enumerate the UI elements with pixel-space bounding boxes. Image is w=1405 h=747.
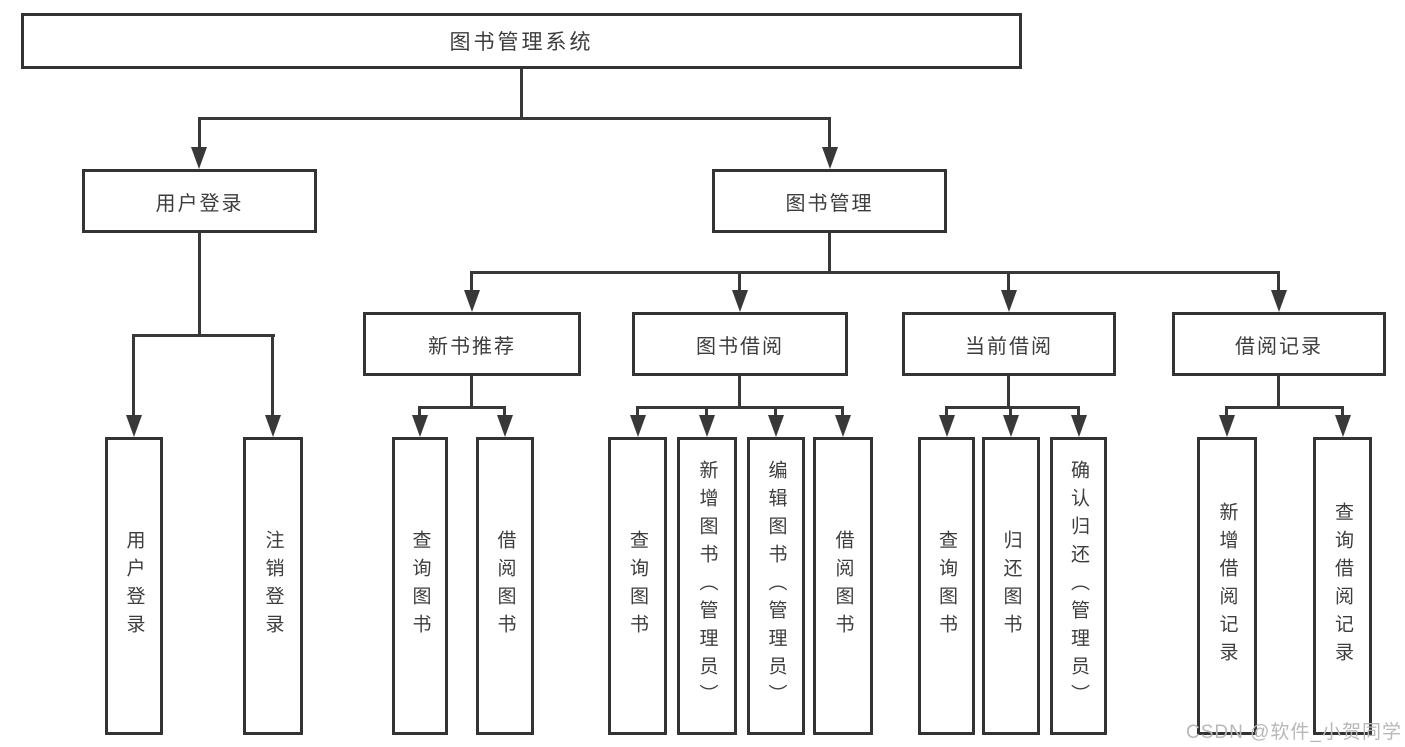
connector-line [1077,406,1080,420]
leaf-query-books-current: 查询图书 [918,437,975,735]
arrow-down-icon [630,415,646,437]
connector-line [1007,271,1010,292]
leaf-edit-books-admin: 编辑图书（管理员） [747,437,805,735]
arrow-down-icon [768,415,784,437]
connector-line [945,406,1080,409]
connector-line [198,117,831,120]
connector-line [132,334,275,337]
arrow-down-icon [822,147,838,169]
connector-line [418,406,421,420]
node-label: 查询图书 [936,530,957,642]
node-current-borrowing: 当前借阅 [902,312,1116,376]
arrow-down-icon [191,147,207,169]
watermark: CSDN @软件_小贺同学 [1186,722,1402,743]
leaf-query-books-recommend: 查询图书 [392,437,448,735]
leaf-logout: 注销登录 [243,437,303,735]
connector-line [470,271,1280,274]
connector-line [1225,406,1228,420]
node-label: 编辑图书（管理员） [765,460,787,712]
connector-line [470,271,473,292]
node-label: 图书管理系统 [449,31,594,54]
connector-line [1225,406,1344,409]
node-label: 借阅图书 [832,530,854,642]
connector-line [271,334,274,418]
node-label: 新增借阅记录 [1216,502,1238,670]
connector-line [636,406,844,409]
node-label: 借阅图书 [494,530,516,642]
arrow-down-icon [1271,290,1287,312]
connector-line [828,233,831,274]
node-borrowing-records: 借阅记录 [1172,312,1386,376]
connector-line [1009,406,1012,420]
arrow-down-icon [265,415,281,437]
connector-line [774,406,777,420]
arrow-down-icon [464,290,480,312]
node-label: 图书管理 [785,192,874,215]
arrow-down-icon [1001,290,1017,312]
connector-line [470,376,473,408]
node-library-management-system: 图书管理系统 [21,13,1022,69]
node-book-management: 图书管理 [712,169,947,233]
connector-line [945,406,948,420]
connector-line [738,271,741,292]
node-label: 查询图书 [409,530,431,642]
arrow-down-icon [1335,415,1351,437]
arrow-down-icon [699,415,715,437]
leaf-query-borrow-record: 查询借阅记录 [1313,437,1372,735]
connector-line [1277,376,1280,408]
node-label: 新增图书（管理员） [696,460,718,712]
node-label: 新书推荐 [428,335,516,358]
arrow-down-icon [126,415,142,437]
arrow-down-icon [1071,415,1087,437]
arrow-down-icon [497,415,513,437]
leaf-query-books-borrow: 查询图书 [608,437,667,735]
arrow-down-icon [1219,415,1235,437]
arrow-down-icon [1003,415,1019,437]
node-user-login: 用户登录 [82,169,317,233]
arrow-down-icon [835,415,851,437]
connector-line [828,117,831,150]
node-label: 用户登录 [155,192,244,215]
connector-line [418,406,506,409]
leaf-return-books: 归还图书 [982,437,1040,735]
leaf-add-borrow-record: 新增借阅记录 [1197,437,1257,735]
arrow-down-icon [939,415,955,437]
leaf-add-books-admin: 新增图书（管理员） [677,437,737,735]
connector-line [520,69,523,120]
arrow-down-icon [412,415,428,437]
node-label: 用户登录 [123,530,145,642]
leaf-confirm-return-admin: 确认归还（管理员） [1050,437,1107,735]
connector-line [636,406,639,420]
node-label: 查询借阅记录 [1332,502,1353,670]
node-label: 注销登录 [262,530,284,642]
connector-line [705,406,708,420]
connector-line [841,406,844,420]
connector-line [132,334,135,418]
arrow-down-icon [732,290,748,312]
node-label: 图书借阅 [696,335,784,358]
connector-line [198,117,201,150]
node-label: 确认归还（管理员） [1068,460,1089,712]
connector-line [1341,406,1344,420]
node-new-book-recommendation: 新书推荐 [363,312,581,376]
connector-line [198,233,201,336]
leaf-borrow-books-recommend: 借阅图书 [476,437,534,735]
node-label: 归还图书 [1000,530,1022,642]
connector-line [503,406,506,420]
leaf-borrow-books: 借阅图书 [813,437,873,735]
connector-line [738,376,741,408]
leaf-user-login: 用户登录 [105,437,163,735]
node-label: 借阅记录 [1235,335,1323,358]
connector-line [1007,376,1010,408]
node-label: 当前借阅 [965,335,1053,358]
connector-line [1277,271,1280,292]
node-book-borrowing: 图书借阅 [632,312,848,376]
node-label: 查询图书 [627,530,648,642]
